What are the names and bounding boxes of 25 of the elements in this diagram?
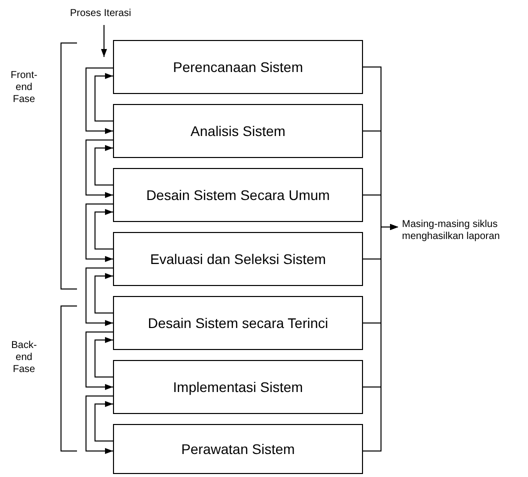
arrow [86, 396, 114, 454]
note-text: Proses Iterasi [70, 8, 160, 20]
arrow [362, 224, 398, 452]
process-box: Desain Sistem Secara Umum [113, 168, 363, 222]
process-box: Perencanaan Sistem [113, 40, 363, 94]
arrow [101, 24, 107, 58]
arrow [94, 337, 114, 378]
arrow [94, 401, 114, 442]
arrow [86, 140, 114, 198]
process-box: Desain Sistem secara Terinci [113, 296, 363, 350]
arrow [86, 68, 114, 134]
arrow [94, 145, 114, 186]
process-box: Perawatan Sistem [113, 424, 363, 474]
arrow [94, 73, 114, 122]
process-box: Analisis Sistem [113, 104, 363, 158]
arrow [86, 332, 114, 390]
arrow [94, 273, 114, 314]
arrow [86, 204, 114, 262]
process-box: Implementasi Sistem [113, 360, 363, 414]
arrow [86, 268, 114, 326]
phase-label: Back-end Fase [10, 340, 38, 376]
phase-label: Front-end Fase [10, 70, 38, 106]
note-text: Masing-masing siklus menghasilkan laporan [402, 219, 528, 243]
process-box: Evaluasi dan Seleksi Sistem [113, 232, 363, 286]
arrow [94, 209, 114, 250]
